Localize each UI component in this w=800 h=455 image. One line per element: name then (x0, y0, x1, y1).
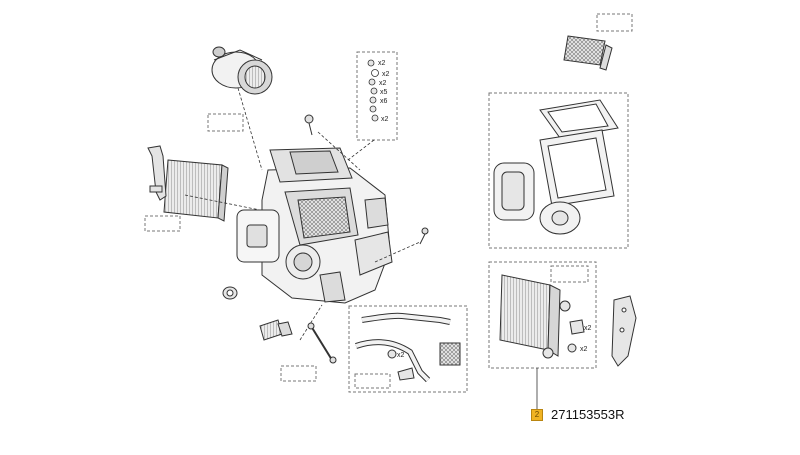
screws-kit-box[interactable] (356, 51, 398, 141)
qty-label: x2 (379, 80, 387, 87)
qty-label: x2 (397, 352, 405, 359)
qty-label: x6 (380, 98, 388, 105)
callout-badge-selected[interactable]: 2 (531, 409, 543, 421)
screws-kit[interactable] (367, 59, 379, 122)
housing-bolt[interactable] (304, 114, 314, 136)
side-bracket[interactable] (611, 295, 637, 367)
part-number-label[interactable]: 271153553R (551, 407, 625, 422)
qty-label: x2 (378, 60, 386, 67)
qty-label: x2 (381, 116, 389, 123)
mesh-filter[interactable] (563, 35, 613, 71)
qty-label: x2 (580, 346, 588, 353)
blower-motor[interactable] (211, 46, 273, 95)
heater-core-group-box[interactable] (488, 261, 597, 369)
side-screw[interactable] (419, 227, 429, 245)
qty-label: x2 (584, 325, 592, 332)
callout-box-heater[interactable] (550, 265, 589, 283)
callout-box-actuator[interactable] (280, 365, 317, 382)
heater-core[interactable] (499, 274, 585, 359)
callout-box-blower[interactable] (207, 113, 244, 132)
evaporator-group-box[interactable] (488, 92, 629, 249)
callout-box-hoses[interactable] (354, 373, 391, 389)
qty-label: x2 (382, 71, 390, 78)
qty-label: x5 (380, 89, 388, 96)
foam-pads[interactable] (493, 162, 581, 235)
actuator-motor[interactable] (259, 319, 293, 341)
evaporator-seals[interactable] (539, 99, 619, 207)
filter-cover[interactable] (147, 145, 167, 201)
hoses-group-box[interactable] (348, 305, 468, 393)
temperature-sensor[interactable] (307, 322, 337, 364)
callout-box-filter[interactable] (144, 215, 181, 232)
coolant-hoses[interactable] (355, 312, 461, 383)
cabin-filter[interactable] (163, 159, 229, 222)
hvac-housing[interactable] (236, 147, 393, 304)
drain-grommet[interactable] (222, 286, 238, 300)
callout-box-mesh-filter[interactable] (596, 13, 633, 32)
